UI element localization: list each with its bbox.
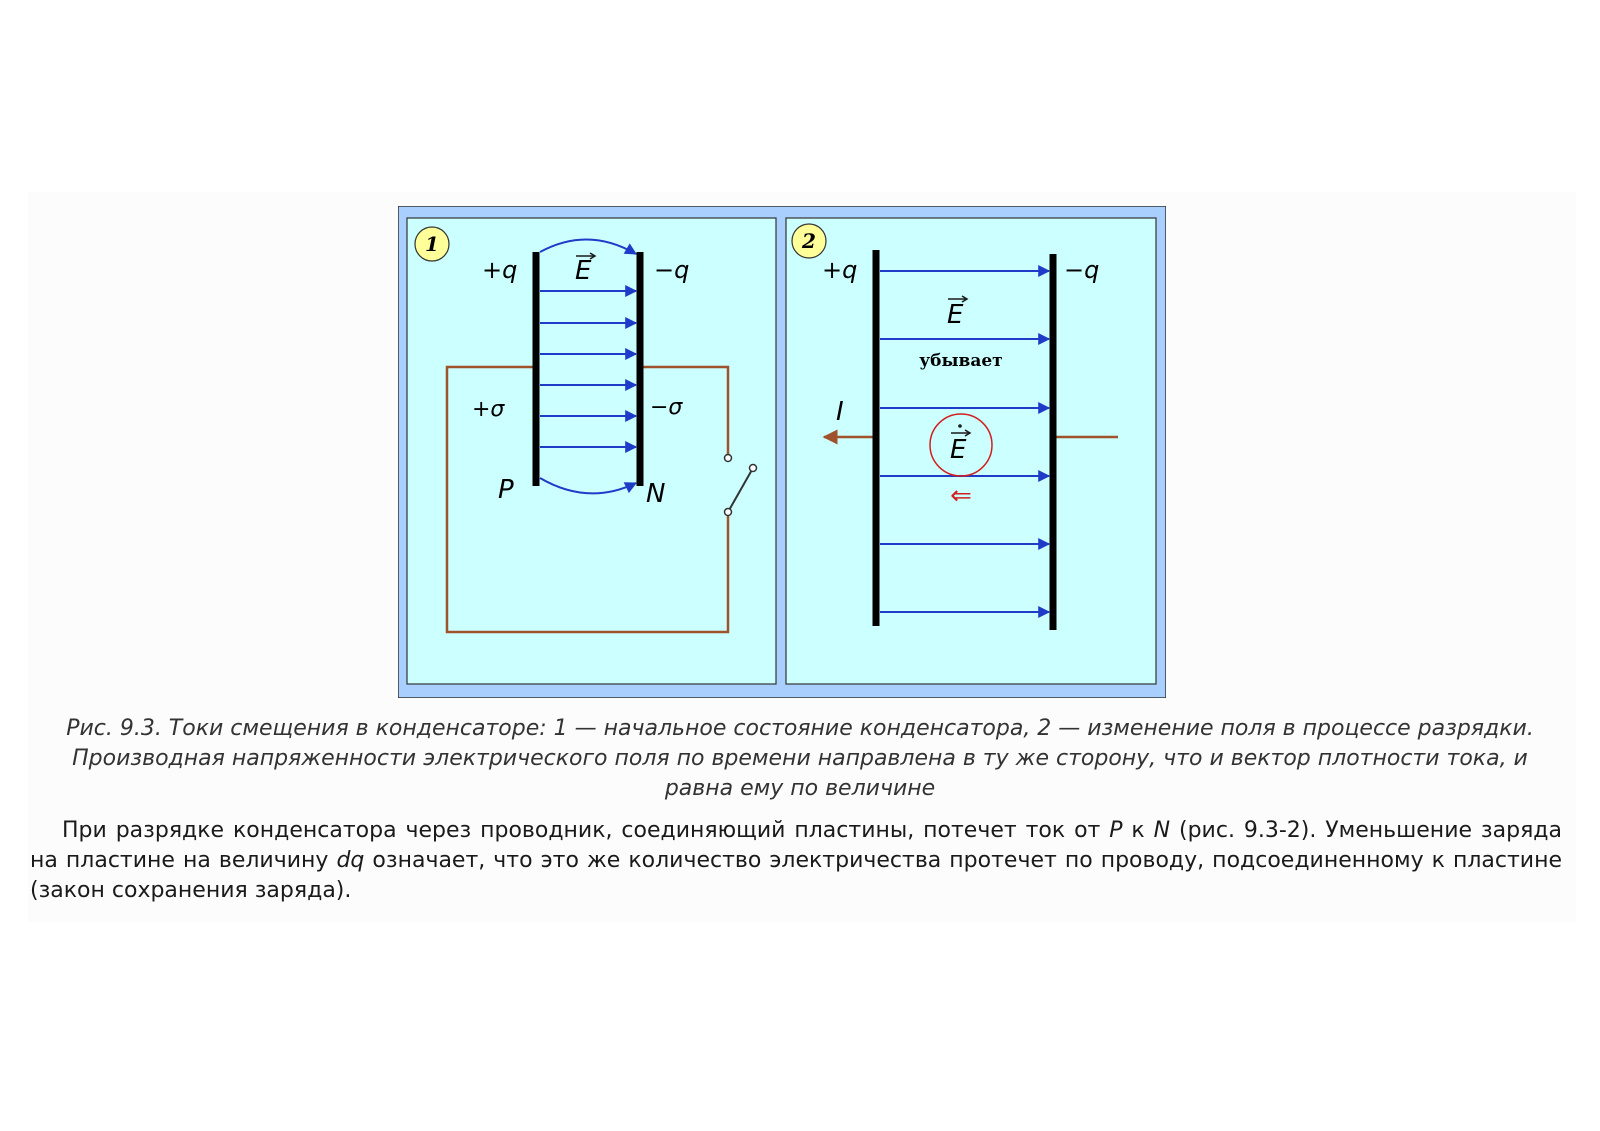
derivative-circle [929,413,993,477]
label-plate-n: N [646,479,665,509]
label-plus-q-2: +q [822,256,857,284]
label-field-e-1: E [575,256,592,286]
capacitor-figure: 1 +q −q E +σ −σ P N [398,206,1166,698]
caption-line-1: Рис. 9.3. Токи смещения в конденсаторе: … [66,716,1534,741]
derivative-dot [958,424,962,428]
switch-contact-end [748,463,758,473]
label-plus-q-1: +q [482,256,517,284]
label-field-derivative: E [950,435,967,465]
label-minus-q-2: −q [1064,256,1099,284]
caption-line-3: равна ему по величине [664,776,936,801]
paragraph-symbol-p: P [1109,818,1123,843]
panel-2-badge [791,223,827,259]
paragraph-text: означает, что это же количество электрич… [30,848,1562,903]
paragraph-text: к [1122,818,1154,843]
panel-1: 1 +q −q E +σ −σ P N [406,217,777,685]
panel-1-badge [414,226,450,262]
figure-caption: Рис. 9.3. Токи смещения в конденсаторе: … [40,714,1560,804]
panel-1-field-lines [539,238,638,495]
caption-line-2: Производная напряженности электрического… [72,746,1528,771]
label-minus-sigma: −σ [650,395,683,420]
label-plate-p: P [498,475,514,505]
panel-2-number: 2 [801,229,816,253]
label-decreasing: убывает [919,351,1002,371]
label-plus-sigma: +σ [472,397,505,422]
switch-contact-top [723,453,733,463]
panel-1-number: 1 [425,232,439,256]
panel-1-wire [445,365,730,634]
panel-2-background [785,217,1157,685]
switch-contact-pivot [723,507,733,517]
switch-lever [727,467,754,513]
label-field-e-2: E [947,300,964,330]
label-current-i: I [836,397,844,427]
field-line-fringe-top [539,238,638,255]
label-minus-q-1: −q [654,256,689,284]
panel-1-background [406,217,777,685]
panel-2: 2 +q −q E убывает I E ⇐ [785,217,1157,685]
body-paragraph: При разрядке конденсатора через проводни… [30,816,1562,906]
panel-1-wire-right [640,365,730,458]
paragraph-text: (рис. 9.3-2). Уменьшение заряда на пласт… [30,818,1563,873]
paragraph-text: При разрядке конденсатора через проводни… [62,818,1110,843]
paragraph-symbol-dq: dq [336,848,365,873]
derivative-direction-arrow: ⇐ [950,481,972,511]
paragraph-symbol-n: N [1153,818,1171,843]
field-line-fringe-bottom [539,477,638,495]
